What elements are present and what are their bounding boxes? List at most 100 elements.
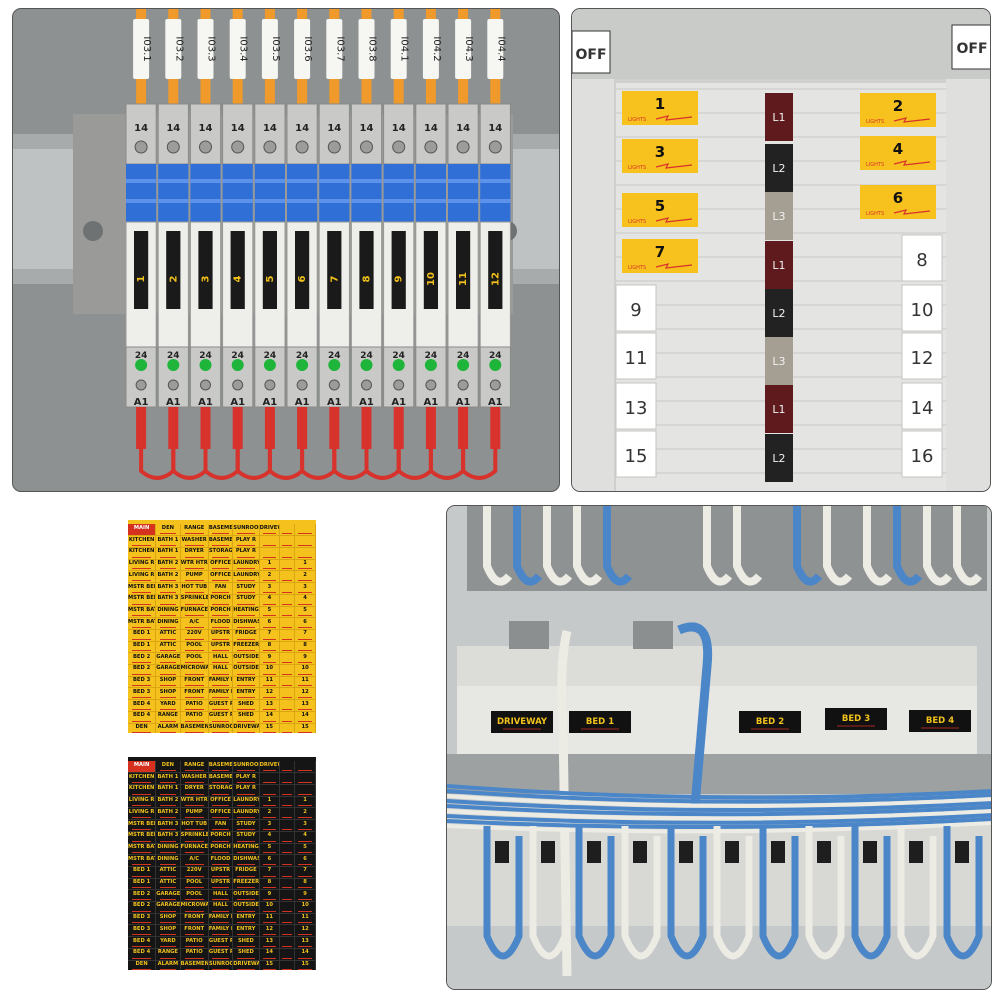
label-sheet-cell: 5 — [260, 605, 281, 618]
label-sheet-row: BED 2GARAGEMICROWAVEHALLOUTSIDE1010 — [128, 664, 316, 677]
terminal-screw-icon — [264, 379, 276, 391]
svg-text:LIGHTS: LIGHTS — [866, 162, 884, 168]
relay-number-label: 6 — [297, 275, 308, 282]
svg-text:8: 8 — [916, 250, 927, 271]
terminal-14-label: 14 — [392, 123, 406, 134]
terminal-24-label: 24 — [392, 351, 405, 361]
label-sheet-cell: BED 2 — [128, 889, 157, 902]
label-sheet-cell: 12 — [295, 687, 316, 700]
svg-text:L1: L1 — [772, 111, 785, 124]
label-sheet-cell: LAUNDRY — [233, 807, 260, 820]
label-sheet-cell: MSTR BED — [128, 582, 157, 594]
label-sheet-cell: BED 2 — [128, 664, 157, 676]
label-sheet-cell: 220V — [181, 866, 209, 878]
label-sheet-cell — [280, 594, 296, 606]
label-sheet-cell — [280, 605, 296, 618]
label-sheet-row: DENALARMBASEMENTSUNROOMDRIVEWAY1515 — [128, 959, 316, 970]
terminal-24-label: 24 — [167, 351, 180, 361]
label-sheet-cell — [280, 547, 296, 559]
svg-text:BED 4: BED 4 — [926, 716, 954, 726]
label-sheet-cell: GARAGE — [156, 652, 181, 665]
relay-number-label: 8 — [362, 275, 373, 282]
label-sheet-cell: STUDY — [233, 831, 260, 843]
label-sheet-cell: BED 1 — [128, 866, 157, 878]
terminal-24-label: 24 — [360, 351, 373, 361]
label-sheet-cell — [280, 629, 296, 641]
white-circuit-card: 9 — [615, 284, 657, 332]
label-sheet-cell: STUDY — [233, 819, 260, 831]
label-sheet-cell: 10 — [295, 901, 316, 913]
label-sheet-cell — [280, 959, 296, 970]
label-sheet-cell: RANGE — [156, 948, 181, 960]
label-sheet-row: BED 2GARAGEMICROWAVEHALLOUTSIDE1010 — [128, 901, 316, 914]
cable-tie-icon — [771, 841, 785, 863]
relay-number-label: 2 — [168, 275, 179, 282]
svg-text:12: 12 — [911, 348, 934, 369]
label-sheet-cell: BASEMENT — [209, 772, 234, 785]
label-sheet-cell: 13 — [295, 699, 316, 711]
label-sheet-cell: YARD — [156, 936, 181, 948]
status-led-icon — [296, 359, 309, 371]
label-sheet-cell — [280, 761, 296, 773]
lightning-icon — [655, 115, 693, 121]
label-sheet-cell: 7 — [260, 629, 281, 641]
wire-marker-label: I03.6 — [302, 36, 313, 61]
terminal-14-label: 14 — [295, 123, 309, 134]
label-sheet-cell: ALARM — [156, 959, 181, 970]
cable-tie-icon — [679, 841, 693, 863]
label-sheet-cell: 14 — [260, 948, 281, 960]
label-sheet-row: MAINDENRANGEBASEMENTSUNROOMDRIVEWAY — [128, 524, 316, 537]
relay-number-label: 4 — [233, 275, 244, 282]
cable-tie-icon — [909, 841, 923, 863]
label-sheet-cell: 8 — [260, 641, 281, 653]
terminal-14-label: 14 — [424, 123, 438, 134]
label-sheet-cell: 3 — [260, 819, 281, 831]
svg-text:LIGHTS: LIGHTS — [628, 219, 646, 225]
svg-text:13: 13 — [625, 398, 648, 419]
wire-marker-label: I03.2 — [173, 36, 184, 61]
label-sheet-cell: SHOP — [156, 913, 181, 925]
terminal-a1-label: A1 — [166, 397, 181, 408]
cable-tie-icon — [633, 841, 647, 863]
label-sheet-cell: BATH 1 — [156, 784, 181, 796]
label-sheet-cell — [280, 854, 296, 866]
phase-label: L1 — [765, 385, 793, 433]
status-led-icon — [392, 359, 405, 371]
label-sheet-cell: BASEMENT — [181, 722, 209, 733]
label-sheet-cell: 12 — [260, 924, 281, 937]
label-sheet-cell: OUTSIDE — [233, 889, 260, 902]
svg-text:6: 6 — [893, 189, 903, 207]
label-sheet-cell: DINING — [156, 854, 181, 866]
label-sheet-cell: SHOP — [156, 687, 181, 700]
label-sheet-row: MSTR BATHDININGFURNACEPORCHHEATING55 — [128, 605, 316, 619]
breaker-label: BED 3 — [825, 708, 887, 730]
off-label-left: OFF — [575, 47, 606, 63]
label-sheet-cell — [280, 936, 296, 948]
terminal-14-label: 14 — [231, 123, 245, 134]
label-sheet-cell: KITCHEN — [128, 547, 157, 559]
label-sheet-cell: ATTIC — [156, 641, 181, 653]
label-sheet-cell: GUEST R — [209, 711, 234, 723]
label-sheet-cell — [280, 711, 296, 723]
terminal-a1-label: A1 — [488, 397, 503, 408]
white-circuit-card: 16 — [901, 430, 943, 478]
white-circuit-card: 10 — [901, 284, 943, 332]
label-sheet-cell: ENTRY — [233, 687, 260, 700]
label-sheet-cell: BED 2 — [128, 652, 157, 665]
label-sheet-cell: SUNROOM — [209, 722, 234, 733]
label-sheet-cell — [280, 866, 296, 878]
terminal-screw-icon — [199, 140, 212, 154]
label-sheet-cell: BED 1 — [128, 878, 157, 890]
label-sheet-cell: OFFICE — [209, 796, 234, 808]
label-sheet-cell — [260, 547, 281, 559]
label-sheet-cell: GUEST R — [209, 948, 234, 960]
svg-text:LIGHTS: LIGHTS — [628, 265, 646, 271]
label-sheet-cell: 8 — [295, 641, 316, 653]
